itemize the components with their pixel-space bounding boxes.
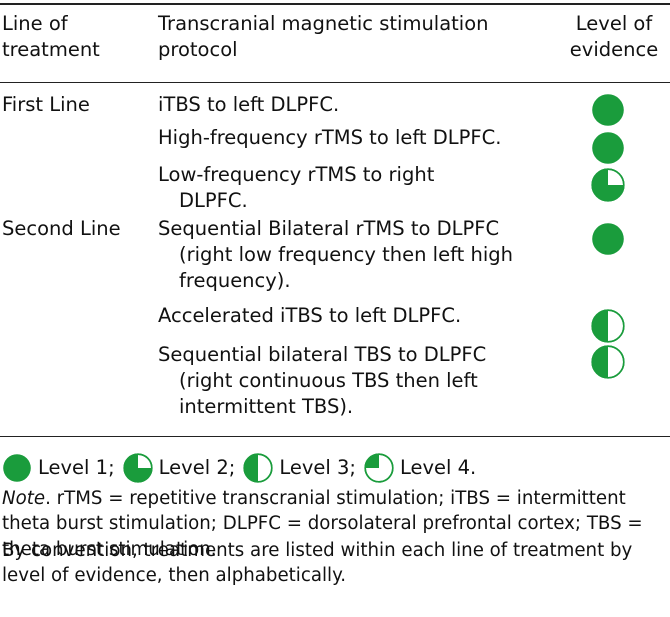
protocol-row-4-line-3: frequency). xyxy=(179,269,291,292)
protocol-row-4: Sequential Bilateral rTMS to DLPFC (righ… xyxy=(158,216,543,294)
group-label-first-line: First Line xyxy=(2,93,90,116)
header-line-of-treatment: Line of treatment xyxy=(2,11,142,63)
header-protocol: Transcranial magnetic stimulation protoc… xyxy=(158,11,558,63)
protocol-row-5-line-1: Accelerated iTBS to left DLPFC. xyxy=(158,304,462,327)
legend-item-level-1: Level 1; xyxy=(2,453,115,483)
abbreviations-text: . rTMS = repetitive transcranial stimula… xyxy=(2,488,643,560)
abbreviations-note: Note. rTMS = repetitive transcranial sti… xyxy=(2,486,668,562)
full-circle-icon xyxy=(591,131,625,165)
full-circle-icon xyxy=(591,222,625,256)
table-header-rule xyxy=(0,82,670,83)
header-protocol-line2: protocol xyxy=(158,38,238,61)
protocol-row-1-line-1: iTBS to left DLPFC. xyxy=(158,93,340,116)
half-circle-icon xyxy=(243,453,279,483)
protocol-row-3-line-1: Low-frequency rTMS to right xyxy=(158,163,435,186)
header-line-of-treatment-line2: treatment xyxy=(2,38,100,61)
convention-text: By convention, treatments are listed wit… xyxy=(2,540,633,587)
legend-item-level-2: Level 2; xyxy=(123,453,236,483)
protocol-row-2-line-1: High-frequency rTMS to left DLPFC. xyxy=(158,126,502,149)
header-protocol-line1: Transcranial magnetic stimulation xyxy=(158,12,489,35)
protocol-row-3: Low-frequency rTMS to right DLPFC. xyxy=(158,162,543,214)
header-level-of-evidence: Level of evidence xyxy=(560,11,668,63)
legend-item-level-4: Level 4. xyxy=(364,453,476,483)
legend-label-level-1: Level 1; xyxy=(38,456,115,479)
half-circle-icon xyxy=(591,309,625,343)
three-quarter-circle-icon xyxy=(123,453,159,483)
protocol-row-6-line-3: intermittent TBS). xyxy=(179,395,354,418)
header-level-line2: evidence xyxy=(569,38,659,61)
legend-label-level-3: Level 3; xyxy=(279,456,356,479)
legend-item-level-3: Level 3; xyxy=(243,453,356,483)
table-bottom-rule xyxy=(0,436,670,437)
protocol-row-3-line-2: DLPFC. xyxy=(179,189,248,212)
header-level-line1: Level of xyxy=(575,12,653,35)
evidence-legend: Level 1; Level 2; Level 3; Level 4. xyxy=(2,451,484,485)
table-top-rule xyxy=(0,3,670,5)
full-circle-icon xyxy=(2,453,38,483)
protocol-row-5: Accelerated iTBS to left DLPFC. xyxy=(158,303,543,329)
protocol-row-6-line-1: Sequential bilateral TBS to DLPFC xyxy=(158,343,487,366)
protocol-row-4-line-2: (right low frequency then left high xyxy=(179,243,513,266)
protocol-row-6-line-2: (right continuous TBS then left xyxy=(179,369,478,392)
three-quarter-circle-icon xyxy=(591,168,625,202)
note-label: Note xyxy=(2,488,46,509)
protocol-row-1: iTBS to left DLPFC. xyxy=(158,92,543,118)
protocol-row-2: High-frequency rTMS to left DLPFC. xyxy=(158,125,543,151)
legend-label-level-2: Level 2; xyxy=(158,456,236,479)
quarter-circle-icon xyxy=(364,453,400,483)
group-label-second-line: Second Line xyxy=(2,217,121,240)
convention-note: By convention, treatments are listed wit… xyxy=(2,538,668,589)
protocol-row-6: Sequential bilateral TBS to DLPFC (right… xyxy=(158,342,543,420)
legend-label-level-4: Level 4. xyxy=(399,456,477,479)
header-line-of-treatment-line1: Line of xyxy=(2,12,68,35)
half-circle-icon xyxy=(591,345,625,379)
protocol-row-4-line-1: Sequential Bilateral rTMS to DLPFC xyxy=(158,217,500,240)
full-circle-icon xyxy=(591,93,625,127)
